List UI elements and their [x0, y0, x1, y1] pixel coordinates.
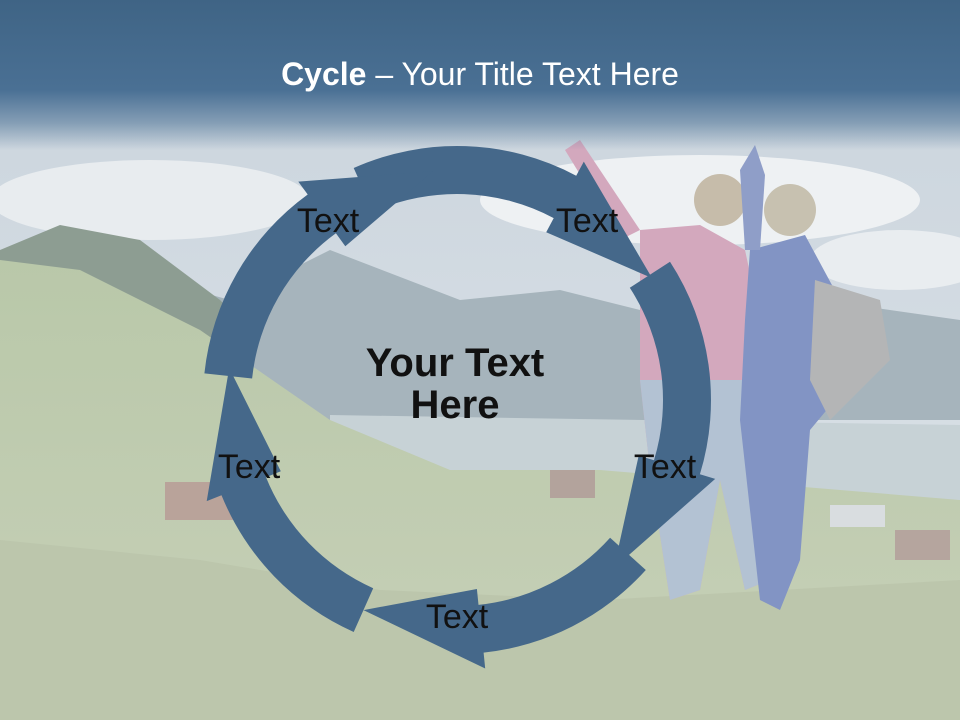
cycle-node-label: Text — [633, 448, 697, 486]
cycle-node-label: Text — [296, 202, 360, 240]
cycle-arrow — [353, 146, 653, 279]
title-strong: Cycle — [281, 56, 367, 92]
cycle-arrow — [206, 368, 374, 632]
cycle-arrow — [613, 261, 716, 569]
cycle-node-label: Text — [217, 448, 281, 486]
slide-title: Cycle – Your Title Text Here — [0, 54, 960, 94]
center-text-line1: Your Text — [365, 341, 545, 385]
cycle-arrow — [204, 171, 433, 379]
cycle-node-label: Text — [425, 598, 489, 636]
center-text-line2: Here — [410, 383, 500, 427]
title-bar — [0, 0, 960, 150]
cycle-node-label: Text — [555, 202, 619, 240]
title-rest: – Your Title Text Here — [366, 56, 679, 92]
center-text: Your Text Here — [325, 342, 585, 426]
cycle-arrow — [363, 537, 646, 669]
